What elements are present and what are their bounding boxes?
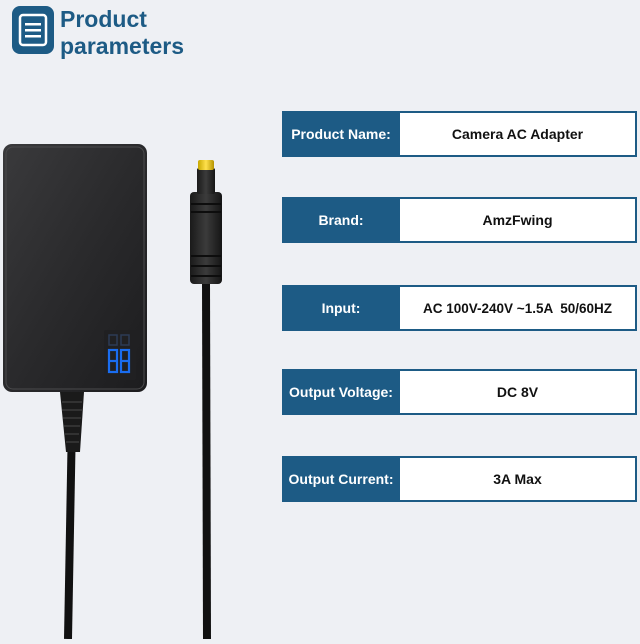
spec-row-output-current: Output Current: 3A Max xyxy=(282,456,637,502)
header: Product parameters xyxy=(12,6,250,60)
spec-value: 3A Max xyxy=(400,456,637,502)
ac-adapter-icon xyxy=(3,144,222,640)
product-image xyxy=(0,0,260,640)
spec-label: Product Name: xyxy=(282,111,400,157)
spec-row-input: Input: AC 100V-240V ~1.5A 50/60HZ xyxy=(282,285,637,331)
spec-label: Brand: xyxy=(282,197,400,243)
spec-row-output-voltage: Output Voltage: DC 8V xyxy=(282,369,637,415)
spec-row-brand: Brand: AmzFwing xyxy=(282,197,637,243)
spec-label: Input: xyxy=(282,285,400,331)
spec-value: DC 8V xyxy=(400,369,637,415)
spec-value: Camera AC Adapter xyxy=(400,111,637,157)
spec-label: Output Voltage: xyxy=(282,369,400,415)
document-list-icon xyxy=(12,6,54,54)
page-title: Product parameters xyxy=(60,6,185,59)
spec-value: AmzFwing xyxy=(400,197,637,243)
spec-row-product-name: Product Name: Camera AC Adapter xyxy=(282,111,637,157)
spec-value: AC 100V-240V ~1.5A 50/60HZ xyxy=(400,285,637,331)
spec-label: Output Current: xyxy=(282,456,400,502)
